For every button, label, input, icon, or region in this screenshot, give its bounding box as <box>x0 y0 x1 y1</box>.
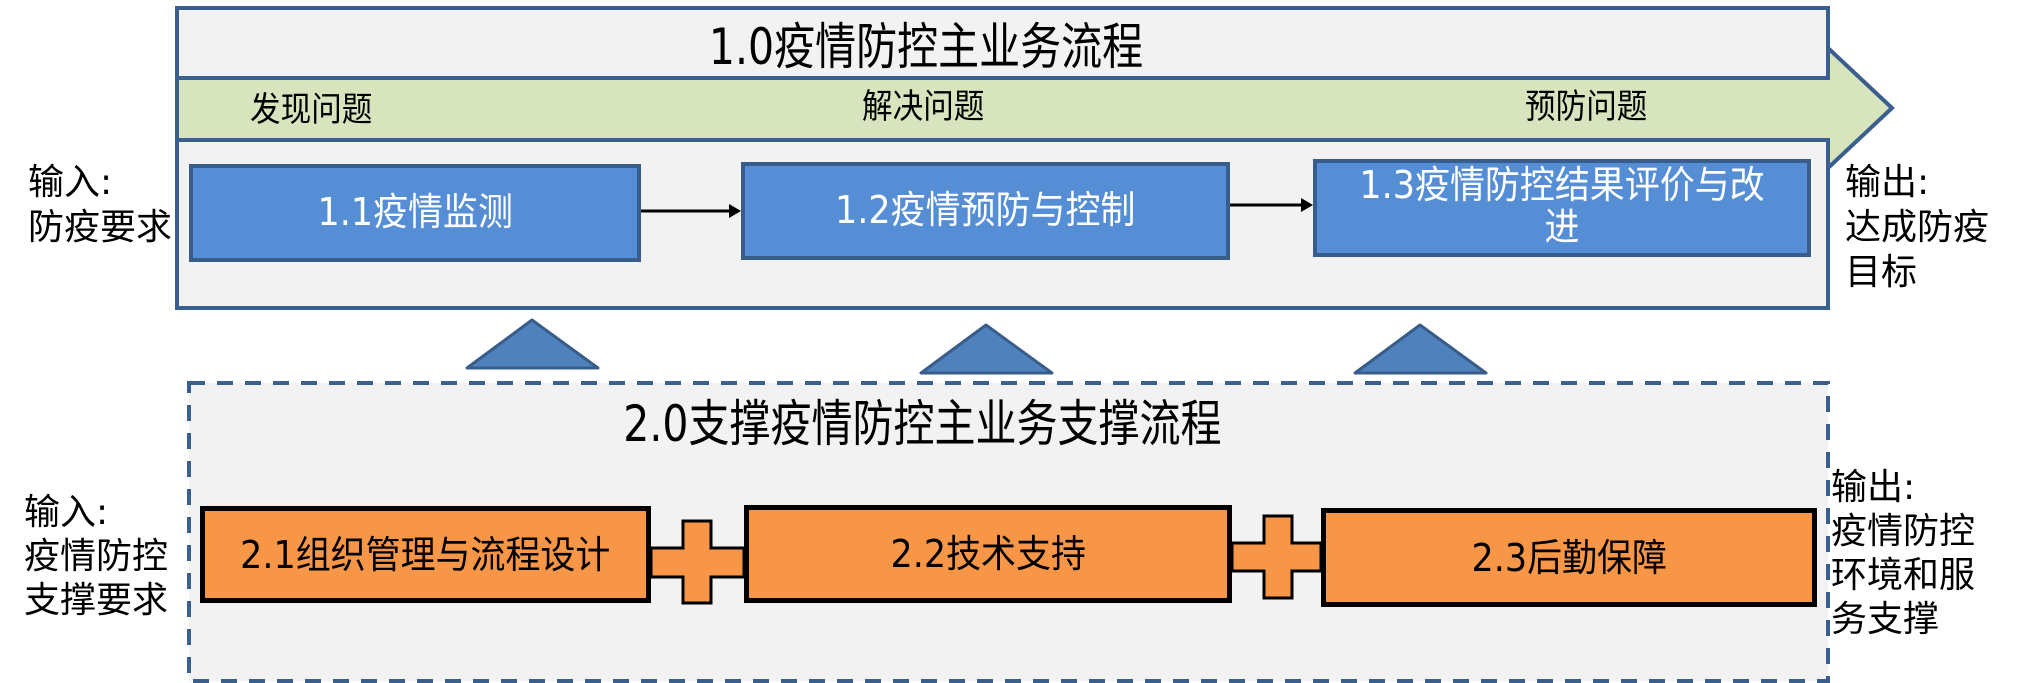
output-line: 达成防疫 <box>1845 207 1990 248</box>
flow-arrow-2-to-3 <box>1230 198 1313 212</box>
process-step-1-2[interactable]: 1.2疫情预防与控制 <box>741 162 1230 260</box>
flow-arrow-1-to-2 <box>641 204 741 218</box>
input-heading: 输入: <box>24 492 109 533</box>
support-input-label: 输入: 疫情防控 支撑要求 <box>24 491 168 623</box>
support-step-2-2[interactable]: 2.2技术支持 <box>744 505 1232 603</box>
support-triangle-3 <box>1353 323 1488 375</box>
phase-label-prevent: 预防问题 <box>1525 87 1648 127</box>
support-step-label: 2.2技术支持 <box>890 532 1086 576</box>
process-step-1-3[interactable]: 1.3疫情防控结果评价与改进 <box>1313 159 1811 257</box>
main-process-title: 1.0疫情防控主业务流程 <box>708 18 1144 76</box>
output-line: 目标 <box>1845 252 1918 293</box>
output-line: 务支撑 <box>1831 599 1940 640</box>
phase-label-solve: 解决问题 <box>862 87 985 127</box>
main-input-label: 输入: 防疫要求 <box>28 160 172 250</box>
support-step-2-1[interactable]: 2.1组织管理与流程设计 <box>200 506 651 603</box>
phase-arrow <box>175 43 1895 173</box>
support-step-label: 2.3后勤保障 <box>1471 535 1667 580</box>
support-output-label: 输出: 疫情防控 环境和服 务支撑 <box>1831 466 1975 642</box>
process-step-label: 1.2疫情预防与控制 <box>835 188 1136 233</box>
process-step-label: 1.1疫情监测 <box>317 190 513 235</box>
input-line: 疫情防控 <box>24 536 169 577</box>
input-line: 支撑要求 <box>24 580 169 621</box>
input-heading: 输入: <box>28 162 113 203</box>
support-triangle-1 <box>465 318 600 370</box>
support-step-2-3[interactable]: 2.3后勤保障 <box>1321 508 1817 607</box>
output-line: 环境和服 <box>1831 555 1976 596</box>
output-line: 疫情防控 <box>1831 511 1976 552</box>
output-heading: 输出: <box>1831 467 1916 508</box>
process-step-1-1[interactable]: 1.1疫情监测 <box>189 164 641 262</box>
process-step-label: 1.3疫情防控结果评价与改进 <box>1359 163 1765 249</box>
support-step-label: 2.1组织管理与流程设计 <box>240 532 611 577</box>
output-heading: 输出: <box>1845 162 1930 203</box>
support-process-title: 2.0支撑疫情防控主业务支撑流程 <box>623 395 1222 453</box>
phase-label-discover: 发现问题 <box>250 90 373 130</box>
input-line: 防疫要求 <box>28 207 173 248</box>
support-triangle-2 <box>919 323 1054 375</box>
main-output-label: 输出: 达成防疫 目标 <box>1845 160 1989 295</box>
